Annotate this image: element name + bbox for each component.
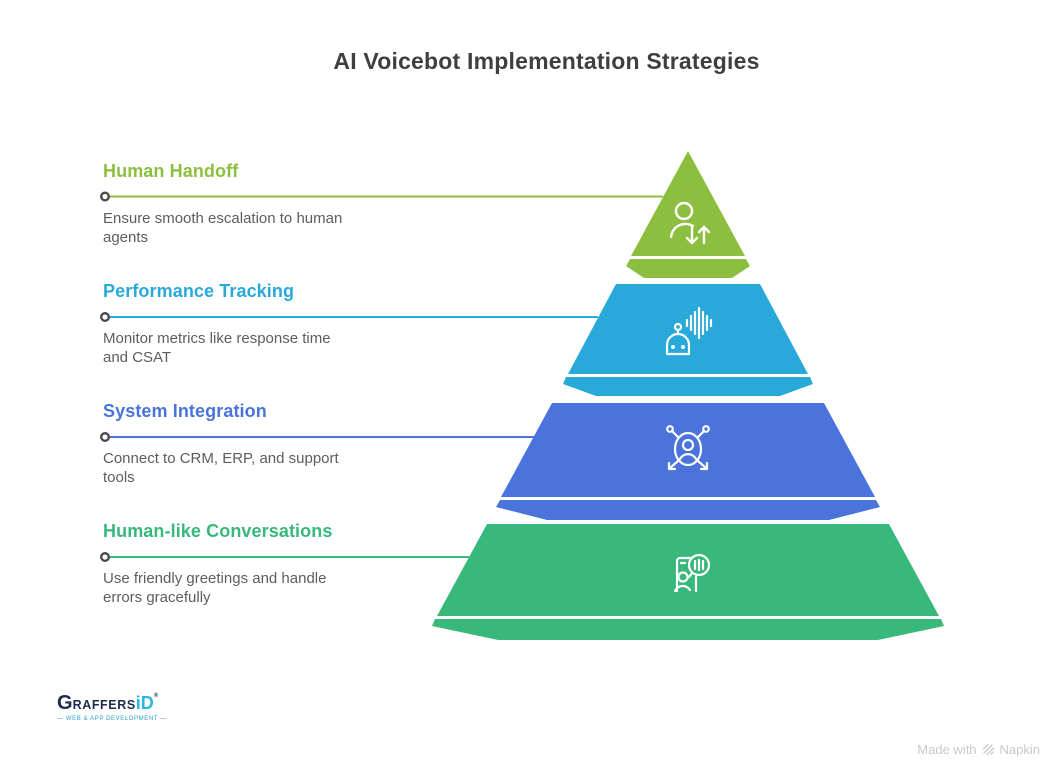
section-heading: Human Handoff: [103, 161, 239, 181]
section-heading: System Integration: [103, 401, 267, 421]
section-human-like-conversations: Human-like Conversations Use friendly gr…: [103, 521, 365, 607]
section-human-handoff: Human Handoff Ensure smooth escalation t…: [103, 161, 365, 247]
pyramid-level-4: [432, 524, 944, 640]
section-description: Monitor metrics like response time and C…: [103, 330, 331, 366]
user-connections-icon: [666, 425, 710, 471]
napkin-icon: [982, 743, 994, 756]
connector-marker-dot: [99, 432, 110, 443]
section-performance-tracking: Performance Tracking Monitor metrics lik…: [103, 281, 365, 367]
voicebot-soundwave-icon: [665, 306, 713, 356]
person-chat-bubble-icon: [673, 553, 711, 593]
pyramid-level-2-shape: [568, 284, 808, 374]
pyramid-level-2: [563, 284, 813, 396]
section-description: Use friendly greetings and handle errors…: [103, 570, 327, 606]
pyramid-level-3-base: [496, 500, 880, 520]
person-handoff-arrows-icon: [669, 201, 711, 245]
connector-marker-dot: [99, 191, 110, 202]
section-system-integration: System Integration Connect to CRM, ERP, …: [103, 401, 365, 487]
pyramid-level-3: [496, 403, 880, 520]
connector-marker-dot: [99, 312, 110, 323]
connector-lines: [99, 191, 663, 563]
made-with-napkin: Made with Napkin: [917, 742, 1040, 757]
connector-marker-dot: [99, 552, 110, 563]
section-description: Connect to CRM, ERP, and support tools: [103, 450, 339, 486]
logo-letter-g: G: [57, 692, 73, 714]
section-description: Ensure smooth escalation to human agents: [103, 210, 343, 246]
section-heading: Performance Tracking: [103, 281, 295, 301]
pyramid-level-2-base: [563, 377, 813, 396]
logo-text: RAFFERS: [72, 698, 136, 712]
napkin-brand-text: Napkin: [999, 742, 1040, 757]
registered-mark: ®: [153, 693, 159, 699]
logo-text-id: iD: [135, 693, 154, 713]
pyramid-level-1-base: [626, 259, 750, 278]
pyramid-level-4-base: [432, 619, 944, 640]
logo-tagline: — WEB & APP DEVELOPMENT —: [57, 716, 167, 722]
pyramid-level-1: [626, 151, 750, 278]
pyramid-level-4-shape: [437, 524, 939, 616]
section-heading: Human-like Conversations: [103, 521, 333, 541]
made-with-text: Made with: [917, 742, 977, 757]
graffersid-logo: GRAFFERSiD® — WEB & APP DEVELOPMENT —: [57, 693, 167, 722]
page-title: AI Voicebot Implementation Strategies: [333, 48, 760, 74]
